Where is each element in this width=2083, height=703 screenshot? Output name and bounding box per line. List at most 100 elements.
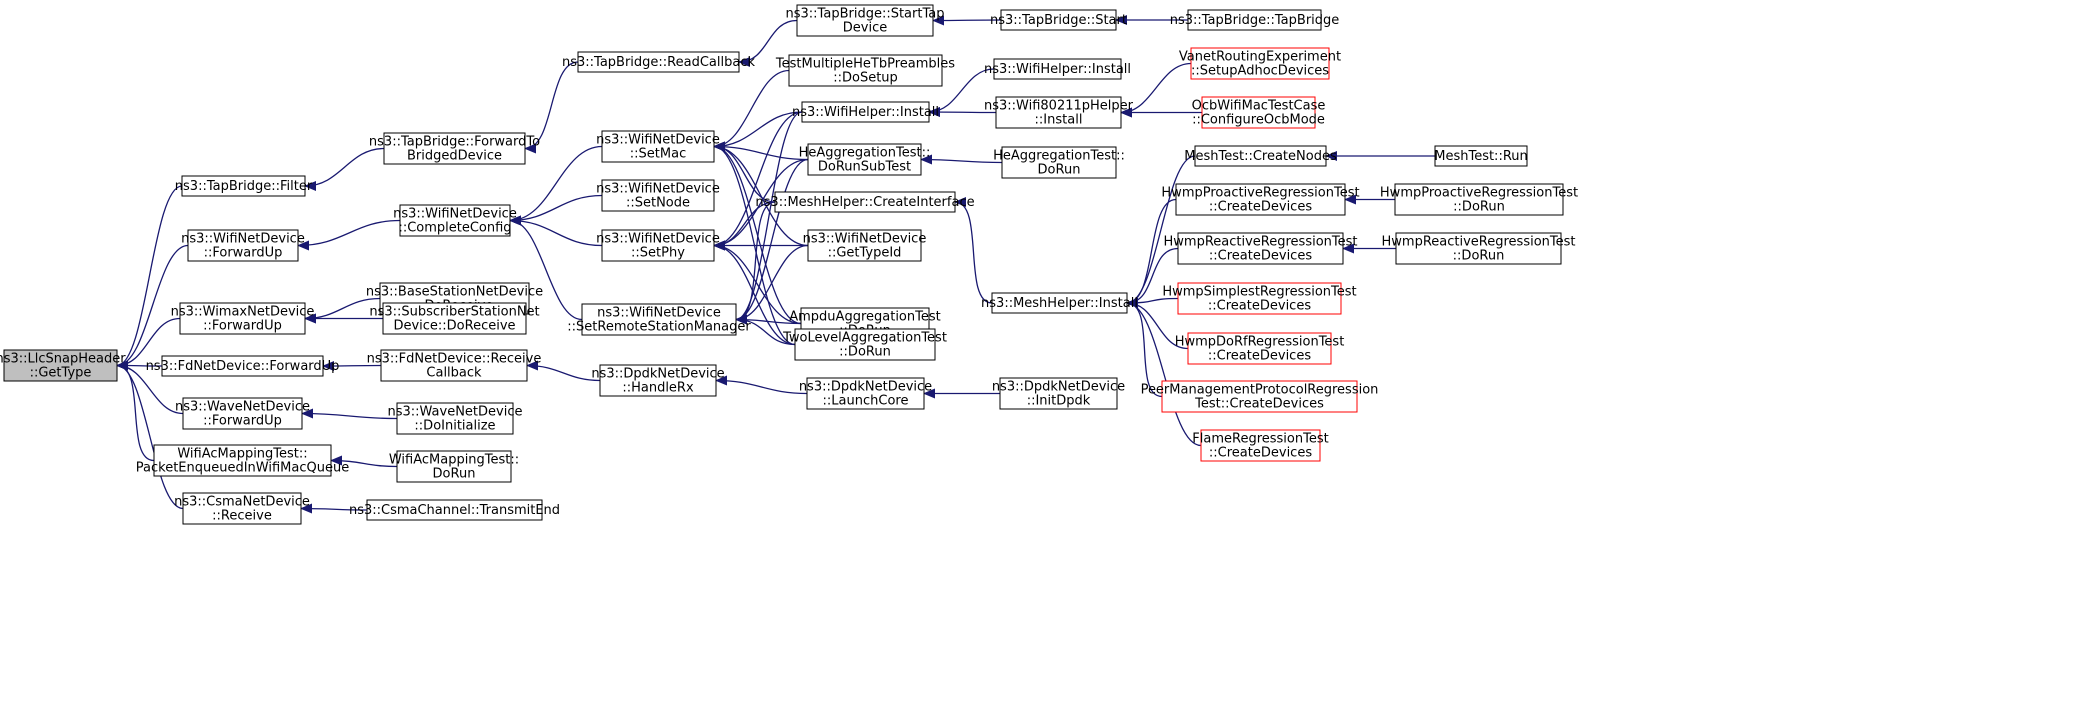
- node-label: FlameRegressionTest: [1192, 432, 1328, 447]
- node-wave_init[interactable]: ns3::WaveNetDevice::DoInitialize: [387, 402, 523, 435]
- node-label: ::DoRun: [1453, 249, 1505, 264]
- node-box: [153, 444, 332, 477]
- node-label: Device::DoReceive: [393, 319, 515, 334]
- node-label: WifiAcMappingTest::: [177, 447, 307, 462]
- node-heagg_run[interactable]: HeAggregationTest::DoRun: [993, 146, 1125, 179]
- node-box: [1001, 146, 1117, 179]
- node-w80211p[interactable]: ns3::Wifi80211pHelper::Install: [984, 96, 1134, 129]
- node-label: ns3::WimaxNetDevice: [171, 305, 315, 320]
- node-hwmp_sim[interactable]: HwmpSimplestRegressionTest::CreateDevice…: [1162, 282, 1357, 315]
- node-box: [396, 402, 514, 435]
- node-csma_tx[interactable]: ns3::CsmaChannel::TransmitEnd: [349, 499, 560, 521]
- node-label: ns3::TapBridge::Filter: [175, 179, 313, 194]
- node-label: ns3::WaveNetDevice: [387, 405, 522, 420]
- node-hwmp_pro_run[interactable]: HwmpProactiveRegressionTest::DoRun: [1380, 183, 1578, 216]
- node-label: TwoLevelAggregationTest: [782, 331, 947, 346]
- node-label: ::GetTypeId: [828, 246, 902, 261]
- node-hwmp_rea_run[interactable]: HwmpReactiveRegressionTest::DoRun: [1382, 232, 1576, 265]
- node-label: MeshTest::CreateNodes: [1184, 149, 1337, 164]
- node-wifiac_run[interactable]: WifiAcMappingTest::DoRun: [389, 450, 519, 483]
- edge-heagg_sub-to-setrsm: [735, 158, 809, 325]
- node-label: ::DoRun: [1453, 200, 1505, 215]
- node-tb_start[interactable]: ns3::TapBridge::Start: [990, 9, 1127, 31]
- node-mesh_ci[interactable]: ns3::MeshHelper::CreateInterface: [755, 191, 975, 213]
- node-fd_fwd[interactable]: ns3::FdNetDevice::ForwardUp: [146, 355, 340, 377]
- node-label: PeerManagementProtocolRegression: [1141, 383, 1379, 398]
- node-wh_inst1[interactable]: ns3::WifiHelper::Install: [792, 101, 939, 123]
- node-box: [1394, 183, 1564, 216]
- node-setnode[interactable]: ns3::WifiNetDevice::SetNode: [596, 179, 720, 212]
- node-mesh_cn[interactable]: MeshTest::CreateNodes: [1184, 145, 1337, 167]
- node-label: WifiAcMappingTest::: [389, 453, 519, 468]
- edge-wh_inst1-to-setmac: [713, 111, 803, 152]
- node-setrsm[interactable]: ns3::WifiNetDevice::SetRemoteStationMana…: [567, 303, 751, 336]
- node-wifi_fwd[interactable]: ns3::WifiNetDevice::ForwardUp: [181, 229, 305, 262]
- node-hwmp_pro[interactable]: HwmpProactiveRegressionTest::CreateDevic…: [1161, 183, 1360, 216]
- node-label: ns3::TapBridge::ReadCallback: [562, 55, 755, 70]
- node-mesh_inst[interactable]: ns3::MeshHelper::Install: [981, 292, 1138, 314]
- node-label: ::CreateDevices: [1209, 446, 1312, 461]
- node-box: [182, 397, 303, 430]
- node-wifi_cc[interactable]: ns3::WifiNetDevice::CompleteConfig: [393, 204, 517, 237]
- node-setphy[interactable]: ns3::WifiNetDevice::SetPhy: [596, 229, 720, 262]
- node-hwmp_dorf[interactable]: HwmpDoRfRegressionTest::CreateDevices: [1175, 332, 1345, 365]
- node-csma_recv[interactable]: ns3::CsmaNetDevice::Receive: [174, 492, 310, 525]
- node-multihe[interactable]: TestMultipleHeTbPreambles::DoSetup: [775, 54, 955, 87]
- node-setmac[interactable]: ns3::WifiNetDevice::SetMac: [596, 130, 720, 163]
- node-wh_inst2[interactable]: ns3::WifiHelper::Install: [984, 58, 1131, 80]
- node-wimax_fwd[interactable]: ns3::WimaxNetDevice::ForwardUp: [171, 302, 315, 335]
- node-mesh_run[interactable]: MeshTest::Run: [1434, 145, 1528, 167]
- node-flame[interactable]: FlameRegressionTest::CreateDevices: [1192, 429, 1329, 462]
- node-wifiac[interactable]: WifiAcMappingTest::PacketEnqueuedInWifiM…: [136, 444, 349, 477]
- node-ss_recv[interactable]: ns3::SubscriberStationNetDevice::DoRecei…: [369, 302, 540, 335]
- node-box: [3, 349, 118, 382]
- node-dpdk_lc[interactable]: ns3::DpdkNetDevice::LaunchCore: [799, 377, 932, 410]
- node-dpdk_rx[interactable]: ns3::DpdkNetDevice::HandleRx: [591, 364, 725, 397]
- node-hwmp_rea[interactable]: HwmpReactiveRegressionTest::CreateDevice…: [1164, 232, 1358, 265]
- node-box: [1177, 282, 1342, 315]
- node-dpdk_init[interactable]: ns3::DpdkNetDevice::InitDpdk: [992, 377, 1125, 410]
- edge-wh_inst1-to-setphy: [713, 111, 803, 251]
- node-vanet[interactable]: VanetRoutingExperiment::SetupAdhocDevice…: [1179, 47, 1341, 80]
- edge-fd_rcb-to-fd_fwd: [322, 360, 382, 371]
- node-box: [179, 302, 306, 335]
- node-box: [1187, 332, 1332, 365]
- edge-heagg_run-to-heagg_sub: [920, 154, 1003, 165]
- node-label: ::Install: [1035, 113, 1083, 128]
- edge-wh_inst1-to-setrsm: [735, 111, 803, 325]
- node-label: ns3::DpdkNetDevice: [992, 380, 1125, 395]
- node-label: ::CreateDevices: [1209, 200, 1312, 215]
- node-peer[interactable]: PeerManagementProtocolRegressionTest::Cr…: [1141, 380, 1379, 413]
- edge-dpdk_lc-to-dpdk_rx: [715, 375, 808, 395]
- edge-multihe-to-setmac: [713, 69, 790, 152]
- node-tb_read[interactable]: ns3::TapBridge::ReadCallback: [562, 51, 755, 73]
- node-box: [999, 377, 1118, 410]
- node-label: ::GetType: [30, 366, 92, 381]
- edge-tb_read-to-tb_fwdto: [524, 61, 579, 154]
- node-box: [1177, 232, 1344, 265]
- node-box: [382, 302, 527, 335]
- node-heagg_sub[interactable]: HeAggregationTest::DoRunSubTest: [799, 143, 931, 176]
- node-label: ns3::MeshHelper::CreateInterface: [755, 195, 974, 210]
- node-label: VanetRoutingExperiment: [1179, 50, 1341, 65]
- node-label: ns3::SubscriberStationNet: [369, 305, 539, 320]
- node-label: BridgedDevice: [407, 149, 502, 164]
- node-tb_tapbridge[interactable]: ns3::TapBridge::TapBridge: [1170, 9, 1340, 31]
- node-label: HwmpSimplestRegressionTest: [1162, 285, 1356, 300]
- node-box: [1161, 380, 1358, 413]
- node-llc[interactable]: ns3::LlcSnapHeader::GetType: [0, 349, 126, 382]
- node-label: ::SetRemoteStationManager: [567, 320, 751, 335]
- node-gettypeid[interactable]: ns3::WifiNetDevice::GetTypeId: [803, 229, 927, 262]
- node-tb_filter[interactable]: ns3::TapBridge::Filter: [175, 175, 313, 197]
- node-ocb[interactable]: OcbWifiMacTestCase::ConfigureOcbMode: [1192, 96, 1326, 129]
- node-wave_fwd[interactable]: ns3::WaveNetDevice::ForwardUp: [175, 397, 310, 430]
- node-twolevel[interactable]: TwoLevelAggregationTest::DoRun: [782, 328, 947, 361]
- node-label: HwmpProactiveRegressionTest: [1380, 186, 1578, 201]
- edge-wifiac_run-to-wifiac: [330, 455, 398, 468]
- node-box: [1000, 9, 1117, 31]
- node-layer: ns3::LlcSnapHeader::GetType ns3::TapBridg…: [0, 4, 1578, 525]
- node-label: HwmpReactiveRegressionTest: [1382, 235, 1576, 250]
